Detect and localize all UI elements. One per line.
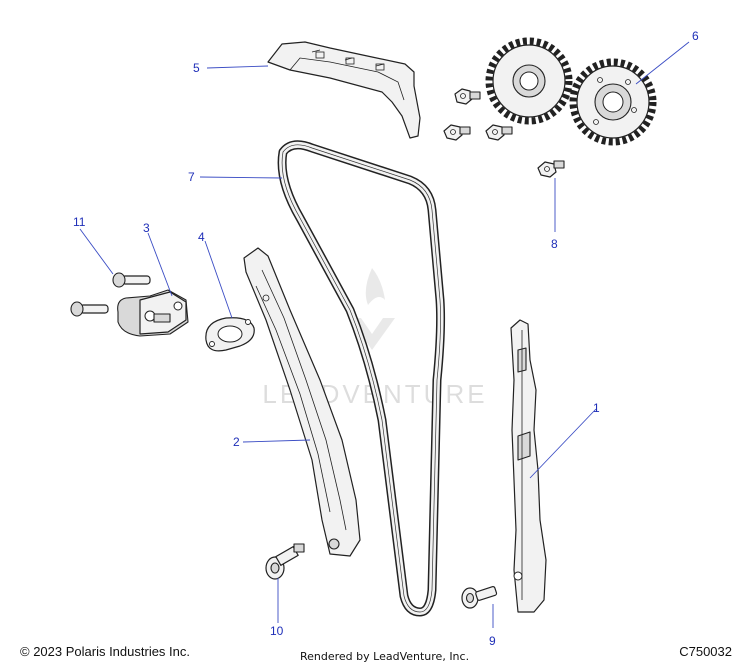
rendered-by-credit: Rendered by LeadVenture, Inc.: [300, 650, 470, 663]
part-4-tensioner-gasket[interactable]: [205, 317, 255, 352]
callout-4[interactable]: 4: [198, 230, 205, 244]
bolt-icon: [112, 272, 151, 288]
part-7-timing-chain[interactable]: [277, 140, 446, 617]
copyright-notice: © 2023 Polaris Industries Inc.: [20, 644, 190, 659]
bolt-icon: [454, 88, 481, 105]
part-10-pivot-bolt[interactable]: [265, 543, 305, 580]
callout-9[interactable]: 9: [489, 634, 496, 648]
bolt-icon: [485, 124, 513, 141]
part-6-cam-sprockets[interactable]: [485, 37, 657, 146]
watermark-logo-icon: [350, 268, 395, 350]
callout-1[interactable]: 1: [593, 401, 600, 415]
callout-7[interactable]: 7: [188, 170, 195, 184]
sprocket-bolts[interactable]: [443, 88, 565, 178]
part-5-upper-chain-guide[interactable]: [267, 41, 421, 139]
bolt-icon: [70, 301, 109, 317]
sprocket-right: [569, 58, 657, 146]
callout-2[interactable]: 2: [233, 435, 240, 449]
leader-lines: [79, 41, 690, 628]
part-1-fixed-chain-guide[interactable]: [510, 319, 547, 613]
part-11-tensioner-bolts[interactable]: [70, 272, 151, 317]
part-9-guide-bolt[interactable]: [461, 586, 498, 609]
callout-11[interactable]: 11: [73, 215, 86, 229]
bolt-icon: [443, 124, 471, 141]
callout-10[interactable]: 10: [270, 624, 284, 638]
callouts: 1 2 3 4 5 6 7 8 9 10 11: [73, 29, 699, 648]
callout-5[interactable]: 5: [193, 61, 200, 75]
part-2-chain-tensioner-guide[interactable]: [243, 247, 361, 557]
diagram-code: C750032: [679, 644, 732, 659]
part-3-tensioner[interactable]: [117, 289, 189, 337]
callout-8[interactable]: 8: [551, 237, 558, 251]
bolt-icon: [537, 160, 565, 178]
sprocket-left: [485, 37, 573, 125]
callout-3[interactable]: 3: [143, 221, 150, 235]
callout-6[interactable]: 6: [692, 29, 699, 43]
